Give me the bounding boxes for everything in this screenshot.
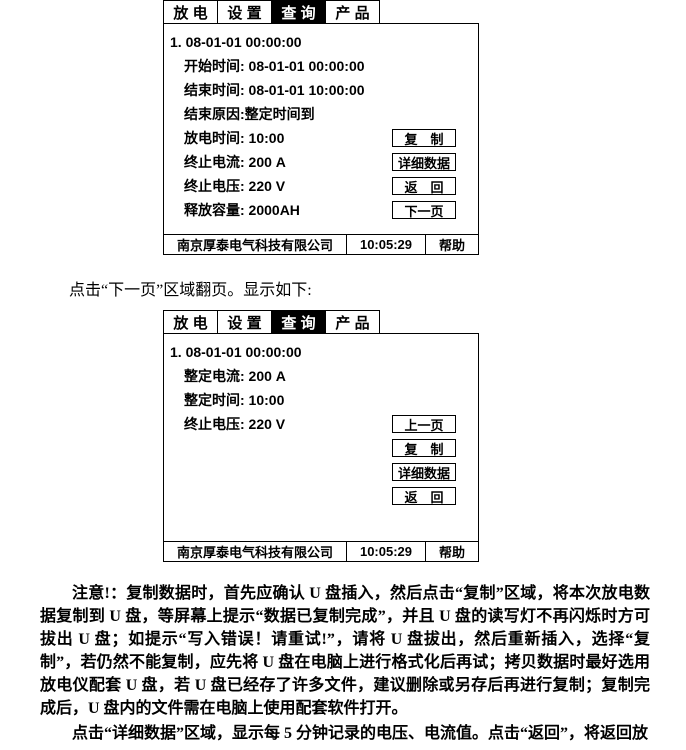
detail-data-button[interactable]: 详细数据 [392, 463, 456, 481]
clock: 10:05:29 [347, 542, 426, 561]
device-screen-query-page1: 放 电 设 置 查 询 产 品 1. 08-01-01 00:00:00 开始时… [163, 0, 479, 255]
field-row: 终止电流: 200 A 详细数据 [164, 150, 478, 174]
help-button[interactable]: 帮助 [438, 545, 465, 560]
return-button[interactable]: 返 回 [392, 487, 456, 505]
end-time-label: 结束时间: 08-01-01 10:00:00 [184, 82, 365, 98]
field-row: 终止电压: 220 V 返 回 [164, 174, 478, 198]
field-row: 整定时间: 10:00 [164, 388, 478, 412]
tab-discharge[interactable]: 放 电 [163, 0, 218, 23]
tab-query[interactable]: 查 询 [271, 310, 326, 333]
record-title: 1. 08-01-01 00:00:00 [164, 30, 478, 54]
end-reason-label: 结束原因:整定时间到 [184, 106, 315, 122]
company-name: 南京厚泰电气科技有限公司 [164, 235, 347, 254]
set-time-label: 整定时间: 10:00 [184, 392, 285, 408]
copy-button[interactable]: 复 制 [392, 439, 456, 457]
field-row: 结束时间: 08-01-01 10:00:00 [164, 78, 478, 102]
button-row: 复 制 [164, 436, 478, 460]
field-row: 结束原因:整定时间到 [164, 102, 478, 126]
tab-settings[interactable]: 设 置 [217, 0, 272, 23]
help-button[interactable]: 帮助 [438, 238, 465, 253]
tab-bar: 放 电 设 置 查 询 产 品 [163, 0, 479, 23]
clock: 10:05:29 [347, 235, 426, 254]
tab-product[interactable]: 产 品 [325, 0, 380, 23]
discharge-time-label: 放电时间: 10:00 [184, 130, 285, 146]
tab-product[interactable]: 产 品 [325, 310, 380, 333]
tab-settings[interactable]: 设 置 [217, 310, 272, 333]
field-row: 放电时间: 10:00 复 制 [164, 126, 478, 150]
next-page-button[interactable]: 下一页 [392, 201, 456, 219]
footer-paragraph: 点击“详细数据”区域，显示每 5 分钟记录的电压、电流值。点击“返回”，将返回放 [72, 725, 649, 742]
detail-data-button[interactable]: 详细数据 [392, 153, 456, 171]
released-capacity-label: 释放容量: 2000AH [184, 202, 300, 218]
field-row: 开始时间: 08-01-01 00:00:00 [164, 54, 478, 78]
screen-body: 1. 08-01-01 00:00:00 开始时间: 08-01-01 00:0… [163, 23, 479, 234]
device-screen-query-page2: 放 电 设 置 查 询 产 品 1. 08-01-01 00:00:00 整定电… [163, 310, 479, 562]
note-paragraph: 注意!：复制数据时，首先应确认 U 盘插入，然后点击“复制”区域，将本次放电数据… [40, 585, 650, 717]
screen-body: 1. 08-01-01 00:00:00 整定电流: 200 A 整定时间: 1… [163, 333, 479, 541]
button-row: 返 回 [164, 484, 478, 508]
set-current-label: 整定电流: 200 A [184, 368, 286, 384]
copy-button[interactable]: 复 制 [392, 129, 456, 147]
return-button[interactable]: 返 回 [392, 177, 456, 195]
field-row: 终止电压: 220 V 上一页 [164, 412, 478, 436]
button-row: 详细数据 [164, 460, 478, 484]
field-row: 释放容量: 2000AH 下一页 [164, 198, 478, 222]
tab-query[interactable]: 查 询 [271, 0, 326, 23]
company-name: 南京厚泰电气科技有限公司 [164, 542, 347, 561]
tab-discharge[interactable]: 放 电 [163, 310, 218, 333]
start-time-label: 开始时间: 08-01-01 00:00:00 [184, 58, 365, 74]
end-voltage-label: 终止电压: 220 V [184, 178, 286, 194]
field-row: 整定电流: 200 A [164, 364, 478, 388]
end-voltage-label: 终止电压: 220 V [184, 416, 286, 432]
end-current-label: 终止电流: 200 A [184, 154, 286, 170]
prev-page-button[interactable]: 上一页 [392, 415, 456, 433]
status-bar: 南京厚泰电气科技有限公司 10:05:29 帮助 [163, 541, 479, 562]
record-title-label: 1. 08-01-01 00:00:00 [170, 344, 302, 360]
record-title: 1. 08-01-01 00:00:00 [164, 340, 478, 364]
status-bar: 南京厚泰电气科技有限公司 10:05:29 帮助 [163, 234, 479, 255]
tab-bar: 放 电 设 置 查 询 产 品 [163, 310, 479, 333]
caption-text: 点击“下一页”区域翻页。显示如下: [69, 282, 312, 299]
record-title-label: 1. 08-01-01 00:00:00 [170, 34, 302, 50]
